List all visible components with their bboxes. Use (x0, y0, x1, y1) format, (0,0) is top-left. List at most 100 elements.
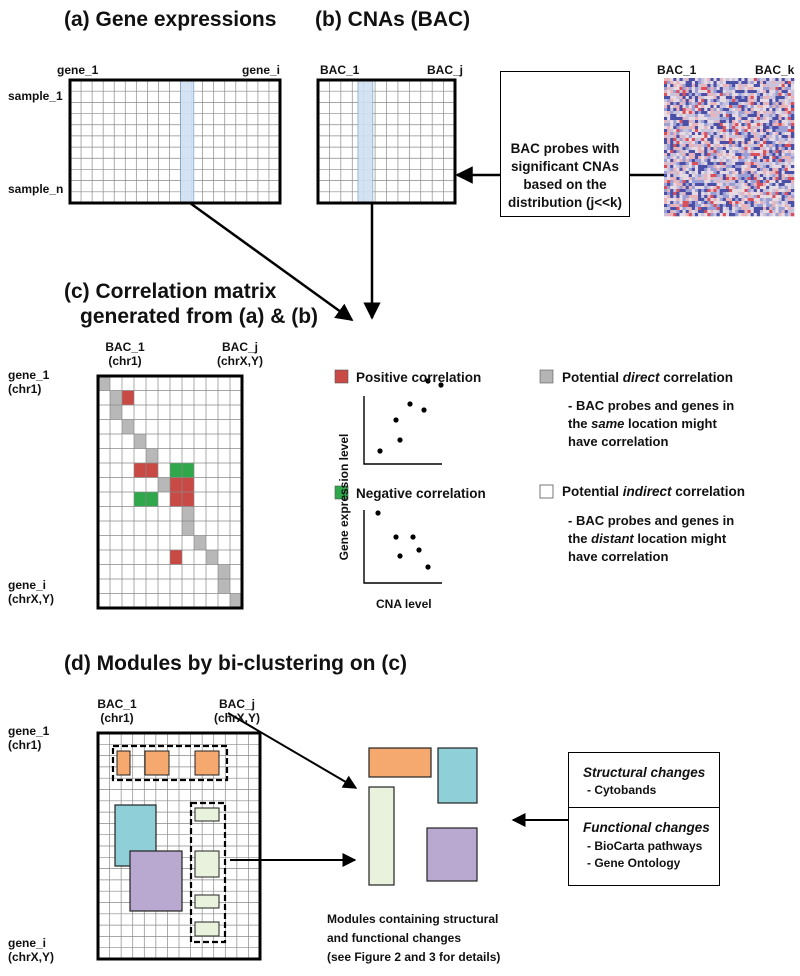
heatmap-cell (759, 108, 764, 112)
heatmap-cell (769, 126, 773, 130)
heatmap-cell (787, 141, 792, 145)
heatmap-cell (787, 174, 792, 178)
distribution-box (500, 71, 630, 217)
heatmap-cell (710, 198, 714, 202)
heatmap-cell (710, 144, 714, 148)
heatmap-cell (716, 114, 721, 118)
heatmap-cell (682, 132, 686, 136)
heatmap-cell (673, 81, 677, 85)
heatmap-cell (701, 198, 705, 202)
heatmap-cell (769, 99, 773, 103)
heatmap-cell (747, 78, 751, 82)
heatmap-cell (685, 150, 690, 154)
heatmap-cell (716, 111, 721, 115)
legend-x-axis-label: CNA level (376, 597, 432, 611)
heatmap-cell (719, 84, 724, 88)
heatmap-cell (701, 186, 705, 190)
heatmap-cell (744, 102, 748, 106)
heatmap-cell (682, 135, 686, 139)
heatmap-cell (688, 168, 693, 172)
heatmap-cell (667, 99, 671, 103)
heatmap-cell (707, 189, 711, 193)
heatmap-cell (750, 135, 755, 139)
heatmap-cell (747, 114, 751, 118)
matrix-c-negative-cell (146, 492, 158, 507)
heatmap-cell (701, 135, 705, 139)
heatmap-cell (667, 198, 671, 202)
heatmap-cell (670, 210, 674, 214)
heatmap-cell (713, 195, 717, 199)
heatmap-cell (716, 87, 721, 91)
heatmap-cell (676, 189, 680, 193)
heatmap-cell (664, 186, 668, 190)
heatmap-cell (673, 165, 677, 169)
panel-a-title: (a) Gene expressions (64, 8, 277, 31)
heatmap-cell (722, 87, 727, 91)
heatmap-cell (769, 201, 773, 205)
heatmap-cell (766, 78, 770, 82)
heatmap-cell (725, 111, 730, 115)
heatmap-cell (664, 111, 668, 115)
heatmap-cell (732, 189, 736, 193)
heatmap-cell (710, 108, 714, 112)
heatmap-cell (682, 156, 686, 160)
heatmap-cell (753, 159, 758, 163)
heatmap-cell (691, 84, 696, 88)
panel-c-row-last-sub: (chrX,Y) (8, 592, 55, 606)
heatmap-cell (750, 141, 755, 145)
heatmap-cell (722, 195, 727, 199)
heatmap-cell (759, 147, 764, 151)
heatmap-cell (747, 99, 751, 103)
heatmap-cell (679, 204, 683, 208)
heatmap-cell (741, 150, 745, 154)
heatmap-cell (753, 156, 758, 160)
heatmap-cell (735, 78, 739, 82)
heatmap-cell (787, 78, 792, 82)
heatmap-cell (753, 147, 758, 151)
heatmap-cell (673, 111, 677, 115)
heatmap-cell (722, 210, 727, 214)
heatmap-cell (750, 138, 755, 142)
heatmap-cell (766, 126, 770, 130)
heatmap-cell (778, 192, 782, 196)
heatmap-cell (741, 129, 745, 133)
heatmap-cell (732, 108, 736, 112)
matrix-c-positive-cell (170, 477, 182, 492)
heatmap-cell (719, 93, 724, 97)
heatmap-cell (753, 81, 758, 85)
heatmap-cell (688, 189, 693, 193)
heatmap-cell (694, 147, 699, 151)
heatmap-cell (673, 204, 677, 208)
heatmap-cell (738, 183, 742, 187)
heatmap-cell (784, 192, 789, 196)
heatmap-cell (772, 150, 776, 154)
panel-d-row-first-label: gene_1 (8, 724, 50, 738)
heatmap-cell (784, 195, 789, 199)
heatmap-cell (729, 78, 733, 82)
heatmap-cell (753, 162, 758, 166)
heatmap-cell (756, 141, 761, 145)
heatmap-cell (685, 129, 690, 133)
heatmap-cell (769, 153, 773, 157)
heatmap-cell (676, 111, 680, 115)
heatmap-cell (787, 102, 792, 106)
legend-indirect-note-post: location might (633, 531, 727, 546)
heatmap-cell (732, 198, 736, 202)
heatmap-cell (735, 159, 739, 163)
heatmap-cell (716, 81, 721, 85)
heatmap-cell (701, 117, 705, 121)
heatmap-cell (670, 135, 674, 139)
heatmap-cell (716, 186, 721, 190)
heatmap-cell (725, 207, 730, 211)
heatmap-cell (753, 117, 758, 121)
heatmap-cell (679, 141, 683, 145)
heatmap-cell (769, 207, 773, 211)
heatmap-cell (763, 108, 767, 112)
heatmap-cell (707, 120, 711, 124)
heatmap-cell (716, 198, 721, 202)
heatmap-cell (698, 165, 702, 169)
heatmap-cell (732, 120, 736, 124)
heatmap-cell (775, 96, 779, 100)
legend-indirect-note: - BAC probes and genes in the distant lo… (568, 512, 734, 566)
legend-direct-note-line-3: have correlation (568, 434, 669, 449)
